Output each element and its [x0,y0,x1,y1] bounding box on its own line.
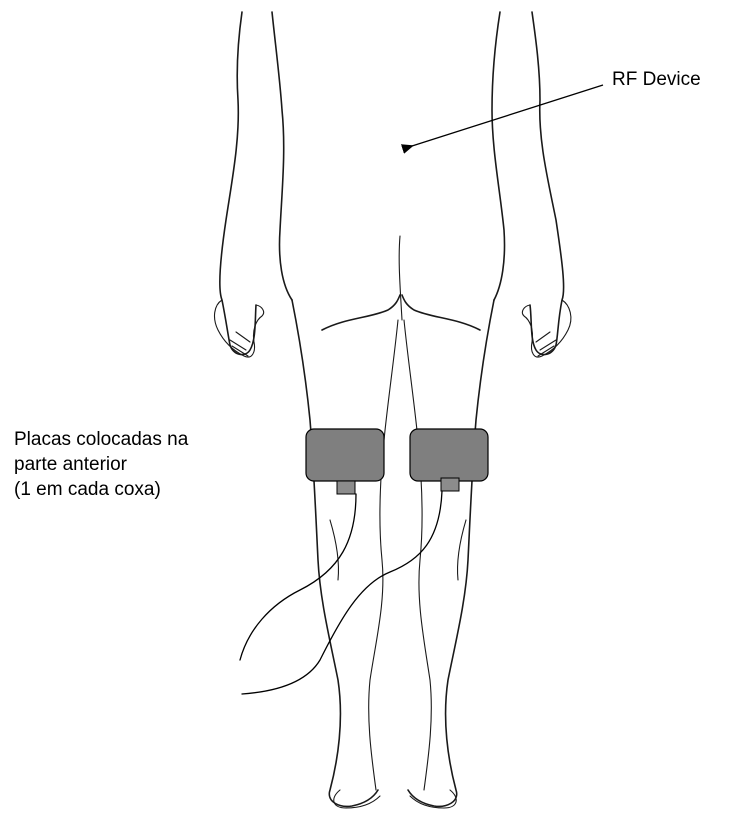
pad-cables [240,491,442,694]
left-knee [330,520,339,580]
pads-note-line-1: Placas colocadas na [14,427,188,452]
right-pad-cable [242,491,442,694]
left-arm-inner [272,12,292,300]
left-body-contour [292,300,378,806]
right-knee [457,520,466,580]
right-buttock [402,295,480,330]
left-thigh-pad [306,429,384,481]
right-arm-outline [530,12,564,355]
pads-placement-note: Placas colocadas na parte anterior (1 em… [14,427,188,502]
left-pad-connector [337,481,355,494]
right-arm-inner [492,12,505,300]
spine-crease [399,236,402,320]
left-arm-outline [220,12,256,355]
rf-device-arrow [412,85,603,146]
pads-note-line-2: parte anterior [14,452,188,477]
pads-note-line-3: (1 em cada coxa) [14,477,188,502]
right-thigh-pad [410,429,488,481]
left-inner-leg [369,320,398,790]
human-figure-back-view [215,12,571,808]
rf-device-label: RF Device [612,67,701,92]
left-buttock [322,295,400,330]
right-pad-connector [441,478,459,491]
electrode-pads [306,429,488,494]
